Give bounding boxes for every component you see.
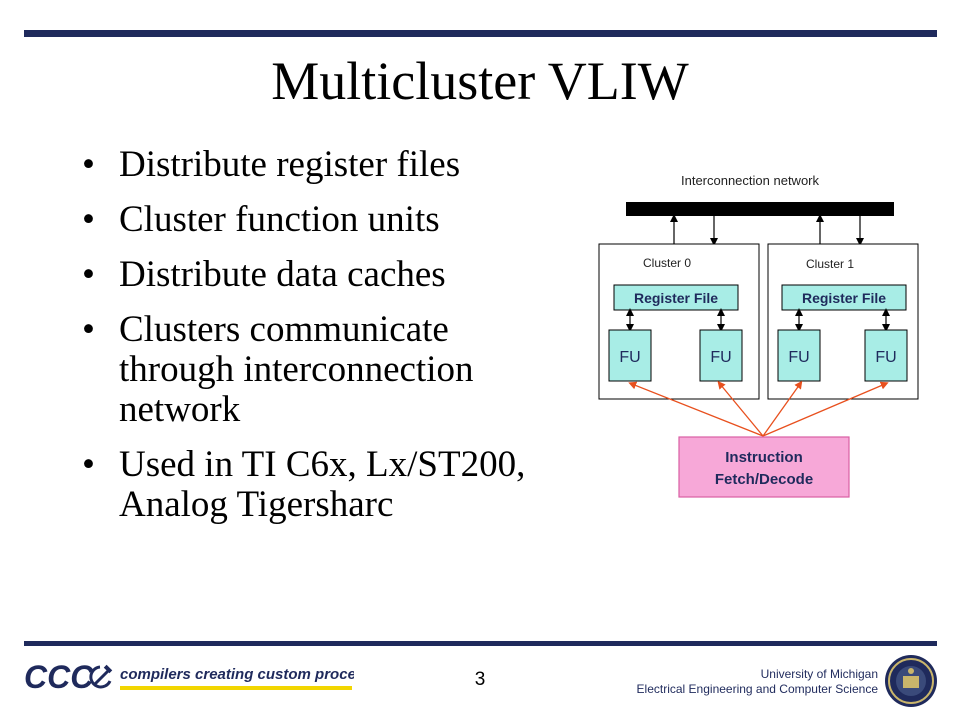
- affiliation: University of Michigan Electrical Engine…: [637, 667, 878, 697]
- network-label: Interconnection network: [681, 173, 820, 188]
- bullet-item: • Cluster function units: [82, 200, 552, 240]
- bullet-dot: •: [82, 444, 95, 485]
- page-number: 3: [474, 669, 486, 690]
- cluster-1-fu-a-label: FU: [788, 349, 809, 366]
- bullet-text: Used in TI C6x, Lx/ST200, Analog Tigersh…: [119, 444, 526, 525]
- instruction-label-line2: Fetch/Decode: [715, 471, 813, 488]
- cluster-0-register-file-label: Register File: [634, 290, 718, 306]
- cluster-1-fu-b-label: FU: [875, 349, 896, 366]
- cluster-1-register-file: [781, 284, 907, 311]
- cluster-1-fu-b: [864, 329, 908, 382]
- bullet-text: Distribute data caches: [119, 254, 446, 295]
- ccc-logo: CCC compilers creating custom processors: [24, 659, 354, 695]
- top-rule: [24, 30, 937, 37]
- bullet-text: Distribute register files: [119, 144, 461, 185]
- cluster-0-label: Cluster 0: [643, 256, 691, 270]
- logo-underline: [120, 686, 352, 690]
- bullet-dot: •: [82, 199, 95, 240]
- bullet-dot: •: [82, 254, 95, 295]
- cluster-0-register-file: [613, 284, 739, 311]
- instruction-fetch-decode-box: [678, 436, 850, 498]
- bullet-item: • Distribute data caches: [82, 255, 552, 295]
- logo-tagline: compilers creating custom processors: [120, 666, 354, 683]
- bullet-dot: •: [82, 144, 95, 185]
- cluster-1-fu-a: [777, 329, 821, 382]
- logo-mark-text: CCC: [24, 659, 94, 695]
- cluster-1-register-file-label: Register File: [802, 290, 886, 306]
- cluster-1-label: Cluster 1: [806, 257, 854, 271]
- affiliation-department: Electrical Engineering and Computer Scie…: [636, 682, 878, 696]
- hammer-sickle-icon: [89, 664, 113, 689]
- bullet-text: Clusters communicate through interconnec…: [119, 309, 474, 430]
- instruction-label-line1: Instruction: [725, 449, 803, 466]
- fetch-arrow-cluster0-fu-a: [628, 381, 764, 437]
- bullet-text: Cluster function units: [119, 199, 440, 240]
- bullet-list: • Distribute register files • Cluster func…: [82, 145, 552, 540]
- bullet-item: • Used in TI C6x, Lx/ST200, Analog Tigers…: [82, 445, 552, 525]
- fetch-arrow-cluster1-fu-b: [762, 381, 889, 437]
- bullet-item: • Clusters communicate through interconne…: [82, 310, 552, 430]
- interconnection-bus: [626, 202, 894, 216]
- bullet-dot: •: [82, 309, 95, 350]
- cluster-0-fu-a-label: FU: [619, 349, 640, 366]
- bottom-rule: [24, 641, 937, 646]
- cluster-0-fu-b: [699, 329, 743, 382]
- university-seal-icon: [884, 654, 938, 708]
- bullet-item: • Distribute register files: [82, 145, 552, 185]
- fetch-arrow-cluster1-fu-a: [762, 380, 803, 437]
- cluster-0-fu-b-label: FU: [710, 349, 731, 366]
- multicluster-diagram: Interconnection network Cluster 0 Regist…: [560, 160, 940, 520]
- affiliation-university: University of Michigan: [760, 667, 878, 681]
- slide-title: Multicluster VLIW: [271, 51, 689, 111]
- cluster-0-fu-a: [608, 329, 652, 382]
- fetch-arrow-cluster0-fu-b: [717, 380, 764, 437]
